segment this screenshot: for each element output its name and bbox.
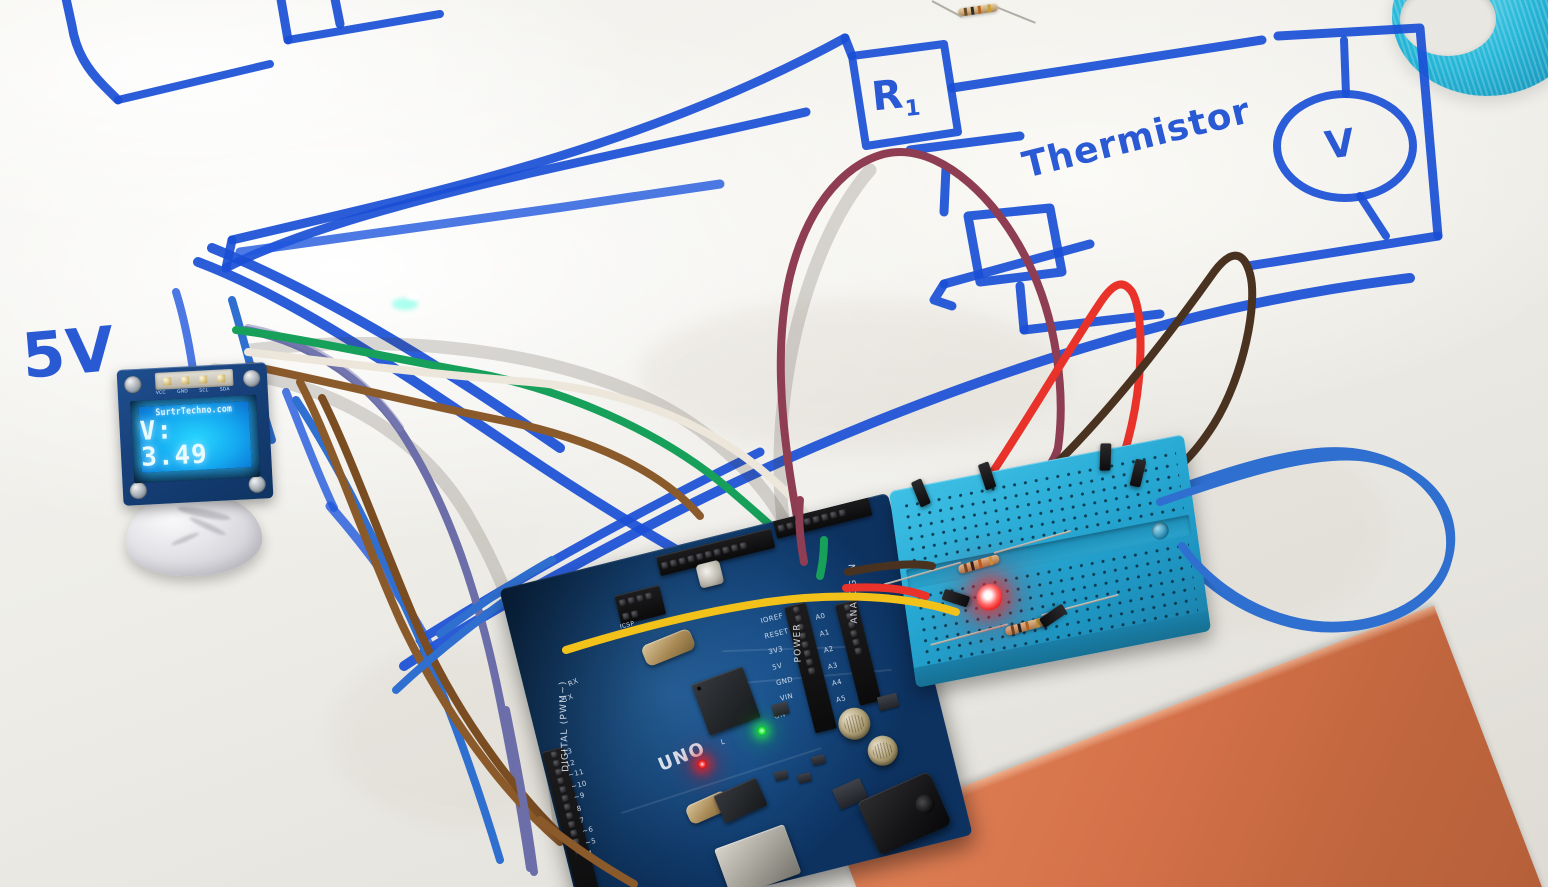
pin-socket — [551, 759, 561, 768]
resistor-band — [1017, 623, 1022, 633]
oled-display-module[interactable]: VCC GND SCL SDA SurtrTechno.com V: 3.49 — [116, 362, 274, 506]
pin-label: ~11 — [567, 767, 585, 780]
arduino-analog-silkscreen: ANALOG IN — [847, 562, 861, 624]
putty-crease — [170, 530, 201, 548]
whiteboard-smudge — [640, 300, 1070, 450]
oled-pin-label-sda: SDA — [219, 387, 230, 393]
pin-label: A1 — [818, 628, 831, 639]
pin-label: ~6 — [581, 825, 595, 836]
oled-pin-label-scl: SCL — [199, 388, 209, 394]
pin-socket — [571, 837, 580, 847]
pin-socket — [635, 593, 645, 603]
pin-socket — [558, 785, 567, 794]
pin-socket — [807, 666, 816, 676]
pin-socket — [820, 512, 830, 521]
pin-socket — [686, 554, 696, 563]
pin-label: A4 — [831, 677, 843, 688]
oled-pin-label-vcc: VCC — [155, 390, 166, 396]
pin-socket — [560, 794, 570, 803]
pin-socket — [618, 597, 627, 607]
resistor-band — [977, 558, 983, 569]
pin-socket — [630, 609, 639, 618]
resistor-band — [1010, 625, 1016, 635]
pin-socket — [564, 811, 574, 821]
pin-socket — [556, 776, 565, 786]
pin-socket — [627, 595, 636, 605]
pin-label: 12 — [564, 758, 577, 769]
chip-orientation-dot — [696, 685, 702, 692]
pin-socket — [644, 591, 654, 600]
pin-label: A3 — [826, 661, 839, 672]
light-glare — [406, 292, 420, 300]
light-glare — [392, 298, 418, 310]
pin-label: GND — [775, 675, 794, 688]
pin-label: RESET — [763, 627, 790, 641]
pin-socket — [802, 649, 812, 658]
resistor-band — [963, 563, 969, 573]
pin-socket — [549, 750, 559, 760]
oled-pin-scl — [198, 374, 208, 384]
oled-text-voltage: V: 3.49 — [139, 415, 209, 473]
pin-socket — [849, 629, 858, 638]
oled-pin-gnd — [180, 375, 190, 385]
label-resistor-letter: R — [869, 71, 906, 121]
pin-label: ~10 — [570, 779, 588, 791]
pin-socket — [678, 556, 687, 565]
pin-label: 5V — [771, 661, 784, 672]
oled-pin-sda — [216, 373, 226, 383]
pin-label: A0 — [814, 611, 827, 622]
pin-socket — [838, 508, 847, 517]
label-resistor: R1 — [869, 70, 922, 126]
pin-socket — [794, 614, 803, 623]
oled-screen: SurtrTechno.com V: 3.49 — [130, 394, 261, 484]
pin-socket — [739, 541, 748, 550]
pin-socket — [569, 829, 578, 838]
resistor-band — [988, 555, 994, 566]
pin-socket — [829, 510, 838, 519]
jumper-plug[interactable] — [1099, 443, 1112, 471]
pin-socket — [660, 560, 670, 570]
pin-socket — [851, 638, 860, 647]
pin-socket — [695, 551, 704, 561]
putty-crease — [176, 504, 232, 523]
pin-socket — [804, 658, 814, 667]
pin-socket — [721, 545, 731, 554]
pin-socket — [811, 514, 821, 524]
resistor-band — [970, 561, 976, 571]
pin-label: 8 — [575, 804, 583, 814]
pin-label: A2 — [822, 644, 835, 655]
pin-socket — [803, 516, 812, 526]
pin-label: 3V3 — [767, 644, 784, 657]
oled-screen-content: SurtrTechno.com V: 3.49 — [138, 401, 252, 473]
pin-socket — [567, 820, 576, 829]
pin-socket — [791, 605, 801, 615]
label-voltmeter: V — [1322, 120, 1359, 168]
pin-socket — [562, 802, 572, 812]
pin-socket — [621, 611, 631, 621]
pin-socket — [573, 846, 583, 856]
oled-pin-vcc — [162, 376, 172, 386]
pin-label: ~9 — [573, 791, 586, 803]
pin-socket — [704, 549, 713, 559]
pin-socket — [853, 646, 863, 656]
pin-socket — [794, 518, 803, 528]
oled-pin-label-gnd: GND — [176, 389, 189, 395]
pin-socket — [776, 523, 786, 532]
pin-label: 7 — [578, 815, 586, 825]
pin-socket — [785, 521, 795, 530]
pin-socket — [712, 547, 722, 557]
pin-socket — [669, 558, 678, 567]
resistor-band — [1024, 621, 1030, 631]
label-5v: 5V — [18, 312, 119, 393]
dc-jack-hole — [912, 791, 938, 817]
label-resistor-subscript: 1 — [903, 95, 923, 123]
pin-label: ~5 — [584, 836, 598, 847]
pin-socket — [730, 543, 739, 552]
